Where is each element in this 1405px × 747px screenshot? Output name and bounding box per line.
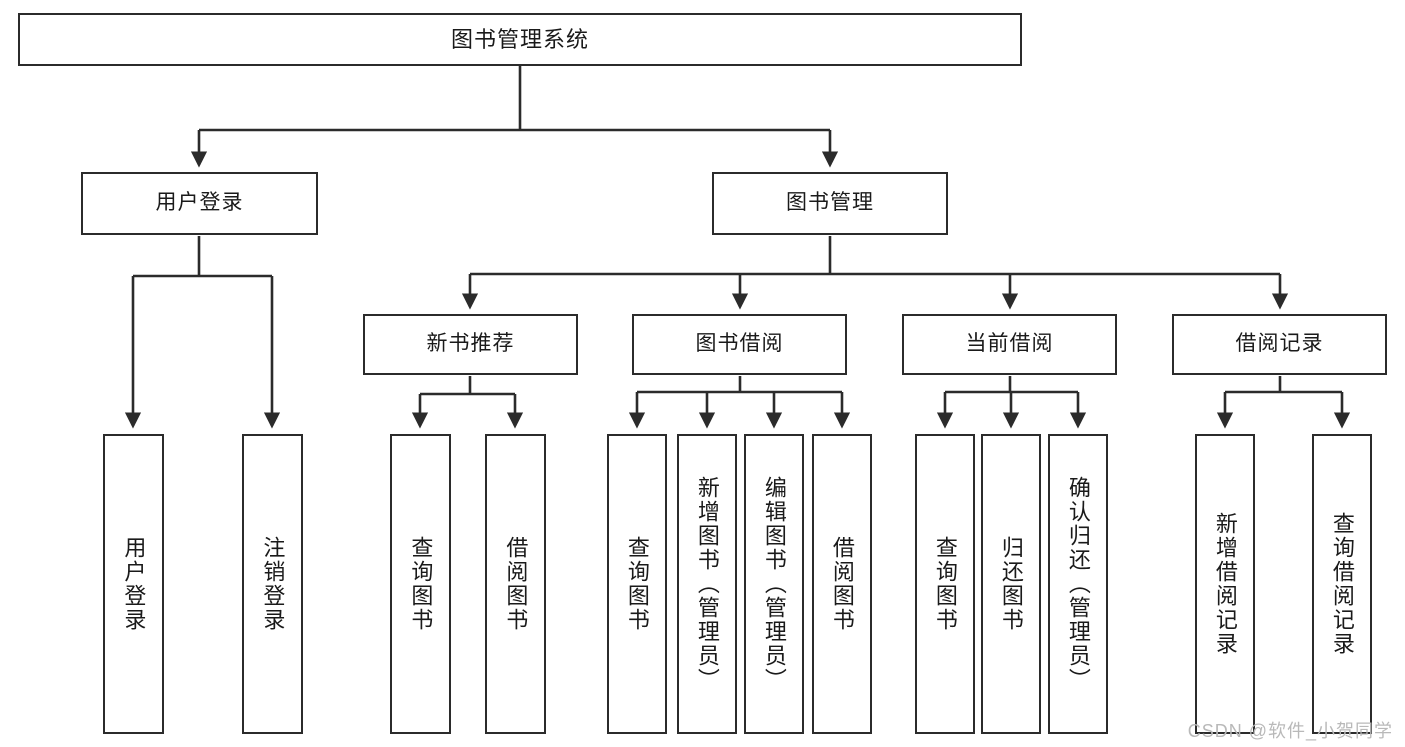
node-label: 用户登录 xyxy=(155,191,244,215)
node-label: 查询借阅记录 xyxy=(1329,512,1355,656)
node-label: 新增借阅记录 xyxy=(1212,512,1238,656)
leaf-borrow-book-recommend[interactable]: 借阅图书 xyxy=(485,434,546,734)
node-book-borrow[interactable]: 图书借阅 xyxy=(632,314,847,375)
node-label: 图书管理 xyxy=(786,191,874,215)
node-label: 查询图书 xyxy=(624,536,650,632)
node-label: 图书借阅 xyxy=(695,332,784,356)
node-label: 查询图书 xyxy=(932,536,958,632)
node-label: 查询图书 xyxy=(408,536,434,632)
watermark: CSDN @软件_小贺同学 xyxy=(1187,721,1393,741)
node-root-system[interactable]: 图书管理系统 xyxy=(18,13,1022,66)
node-label: 新增图书（管理员） xyxy=(694,476,720,692)
node-new-book-recommend[interactable]: 新书推荐 xyxy=(363,314,578,375)
node-label: 确认归还（管理员） xyxy=(1065,476,1091,692)
node-label: 借阅图书 xyxy=(503,536,529,632)
leaf-borrow-book[interactable]: 借阅图书 xyxy=(812,434,872,734)
leaf-add-borrow-record[interactable]: 新增借阅记录 xyxy=(1195,434,1255,734)
node-book-management[interactable]: 图书管理 xyxy=(712,172,948,235)
node-label: 新书推荐 xyxy=(426,332,515,356)
node-current-borrow[interactable]: 当前借阅 xyxy=(902,314,1117,375)
node-label: 借阅图书 xyxy=(829,536,855,632)
leaf-query-book-borrow[interactable]: 查询图书 xyxy=(607,434,667,734)
node-label: 编辑图书（管理员） xyxy=(761,476,787,692)
node-label: 归还图书 xyxy=(998,536,1024,632)
leaf-add-book-admin[interactable]: 新增图书（管理员） xyxy=(677,434,737,734)
leaf-edit-book-admin[interactable]: 编辑图书（管理员） xyxy=(744,434,804,734)
leaf-user-logout[interactable]: 注销登录 xyxy=(242,434,303,734)
leaf-confirm-return-admin[interactable]: 确认归还（管理员） xyxy=(1048,434,1108,734)
node-user-login[interactable]: 用户登录 xyxy=(81,172,318,235)
node-label: 用户登录 xyxy=(121,536,147,632)
leaf-query-book-current[interactable]: 查询图书 xyxy=(915,434,975,734)
leaf-user-login[interactable]: 用户登录 xyxy=(103,434,164,734)
node-label: 当前借阅 xyxy=(965,332,1054,356)
leaf-return-book[interactable]: 归还图书 xyxy=(981,434,1041,734)
leaf-query-book-recommend[interactable]: 查询图书 xyxy=(390,434,451,734)
node-borrow-record[interactable]: 借阅记录 xyxy=(1172,314,1387,375)
leaf-query-borrow-record[interactable]: 查询借阅记录 xyxy=(1312,434,1372,734)
node-label: 图书管理系统 xyxy=(450,26,589,52)
node-label: 借阅记录 xyxy=(1235,332,1324,356)
node-label: 注销登录 xyxy=(260,536,286,632)
